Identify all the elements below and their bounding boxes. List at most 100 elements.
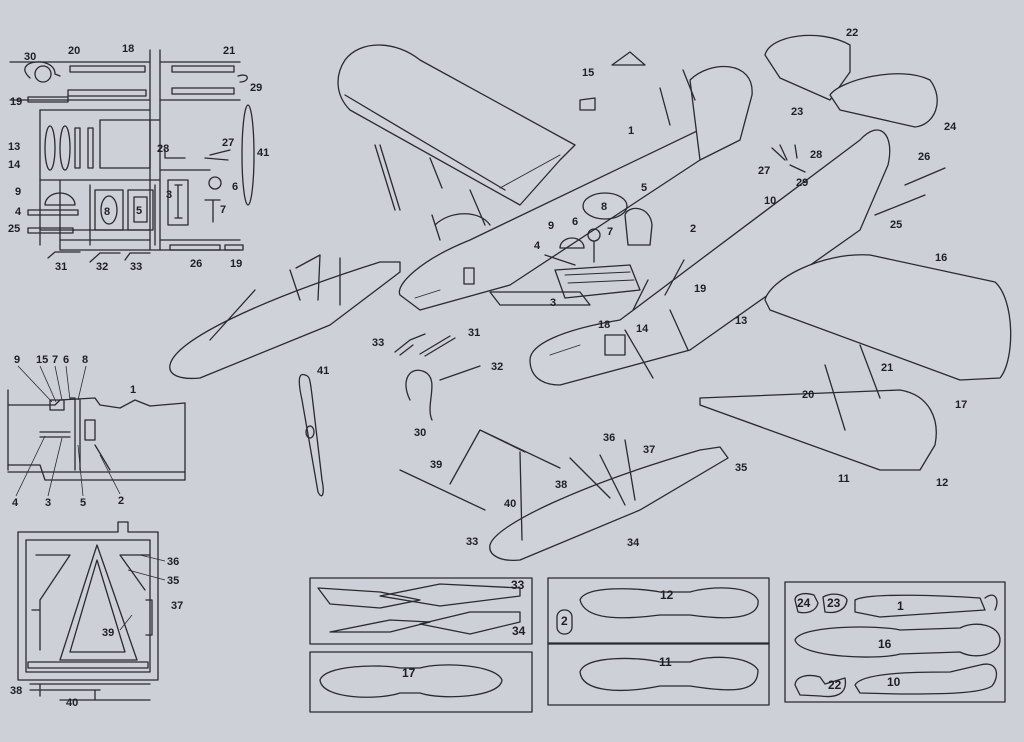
label-26: 26	[918, 151, 930, 163]
label-3: 3	[166, 189, 172, 201]
label-26: 26	[190, 258, 202, 270]
label-34: 34	[627, 537, 640, 549]
label-36: 36	[603, 432, 615, 444]
label-32: 32	[491, 361, 503, 373]
label-9: 9	[14, 354, 20, 366]
sprue-frame-top	[9, 49, 255, 263]
label-32: 32	[96, 261, 108, 273]
label-3: 3	[45, 497, 51, 509]
label-29: 29	[250, 82, 262, 94]
label-22: 22	[846, 27, 858, 39]
label-8: 8	[601, 201, 607, 213]
label-2: 2	[118, 495, 124, 507]
label-25: 25	[890, 219, 902, 231]
label-4: 4	[15, 206, 22, 218]
sprue-frame-bottom	[17, 521, 159, 701]
label-41: 41	[317, 365, 329, 377]
exploded-view	[169, 34, 1012, 561]
label-2: 2	[690, 223, 696, 235]
label-4: 4	[12, 497, 19, 509]
label-15: 15	[582, 67, 594, 79]
label-20: 20	[68, 45, 80, 57]
label-23: 23	[827, 596, 841, 610]
label-5: 5	[136, 205, 142, 217]
label-27: 27	[222, 137, 234, 149]
label-21: 21	[223, 45, 235, 57]
label-33: 33	[511, 578, 525, 592]
label-33: 33	[372, 337, 384, 349]
label-16: 16	[935, 252, 947, 264]
label-19b: 19	[230, 258, 242, 270]
label-16: 16	[878, 637, 892, 651]
label-18: 18	[598, 319, 610, 331]
label-5: 5	[80, 497, 86, 509]
label-10: 10	[764, 195, 776, 207]
exploded-labels: 15 1 22 23 24 28 27 29 26 25 10 5 8 9 6 …	[317, 27, 967, 549]
label-31: 31	[55, 261, 67, 273]
label-24: 24	[797, 596, 811, 610]
label-40: 40	[66, 697, 78, 709]
label-22: 22	[828, 678, 842, 692]
label-15: 15	[36, 354, 48, 366]
label-12: 12	[660, 588, 674, 602]
cockpit-section-labels: 9 15 7 6 8 1 4 3 5 2	[12, 354, 136, 509]
label-4: 4	[534, 240, 541, 252]
label-6: 6	[572, 216, 578, 228]
sprue-bottom-labels: 36 35 37 39 38 40	[10, 554, 183, 709]
label-36: 36	[167, 556, 179, 568]
label-37: 37	[171, 600, 183, 612]
label-7: 7	[220, 204, 226, 216]
label-13: 13	[735, 315, 747, 327]
label-1: 1	[897, 599, 904, 613]
label-13: 13	[8, 141, 20, 153]
label-11: 11	[838, 473, 850, 485]
label-33b: 33	[466, 536, 478, 548]
label-33: 33	[130, 261, 142, 273]
label-28: 28	[810, 149, 822, 161]
label-1: 1	[628, 125, 634, 137]
label-31: 31	[468, 327, 480, 339]
label-24: 24	[944, 121, 957, 133]
label-19: 19	[694, 283, 706, 295]
cockpit-section-detail	[7, 389, 186, 481]
label-35: 35	[167, 575, 179, 587]
label-37: 37	[643, 444, 655, 456]
label-17: 17	[402, 666, 416, 680]
label-35: 35	[735, 462, 747, 474]
label-11: 11	[659, 655, 672, 669]
label-21: 21	[881, 362, 893, 374]
label-38: 38	[10, 685, 22, 697]
label-9: 9	[15, 186, 21, 198]
label-14: 14	[8, 159, 21, 171]
label-1: 1	[130, 384, 136, 396]
label-8: 8	[104, 206, 110, 218]
label-7: 7	[607, 226, 613, 238]
label-30: 30	[414, 427, 426, 439]
label-9: 9	[548, 220, 554, 232]
label-23: 23	[791, 106, 803, 118]
label-38: 38	[555, 479, 567, 491]
label-25: 25	[8, 223, 20, 235]
label-5: 5	[641, 182, 647, 194]
label-39: 39	[430, 459, 442, 471]
label-30: 30	[24, 51, 36, 63]
label-10: 10	[887, 675, 901, 689]
label-19: 19	[10, 96, 22, 108]
label-18: 18	[122, 43, 134, 55]
label-29: 29	[796, 177, 808, 189]
label-6: 6	[232, 181, 238, 193]
template-boxes	[309, 577, 1006, 713]
label-20: 20	[802, 389, 814, 401]
label-14: 14	[636, 323, 649, 335]
label-41: 41	[257, 147, 269, 159]
label-7: 7	[52, 354, 58, 366]
label-6: 6	[63, 354, 69, 366]
sprue-top-labels: 30 20 18 21 29 19 13 14 28 27 41 9 6 4 8…	[8, 43, 269, 273]
template-labels: 33 34 12 2 24 23 1 16 17 11 22 10	[402, 578, 904, 692]
label-39: 39	[102, 627, 114, 639]
label-34: 34	[512, 624, 526, 638]
label-8: 8	[82, 354, 88, 366]
label-40: 40	[504, 498, 516, 510]
